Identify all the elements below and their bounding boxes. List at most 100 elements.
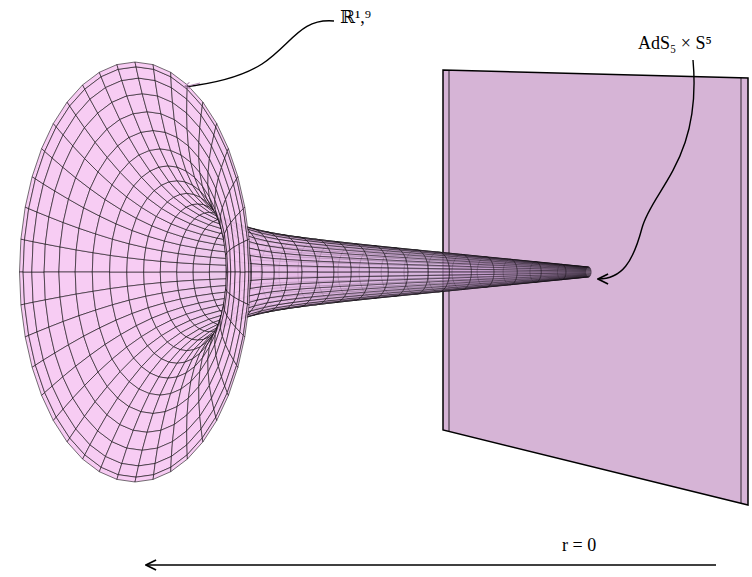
leader-line: [598, 60, 694, 279]
mesh-cell: [301, 278, 317, 284]
mesh-cell: [135, 62, 154, 69]
mesh-cell: [44, 244, 60, 272]
mesh-cell: [92, 272, 110, 291]
mesh-cell: [250, 256, 262, 265]
mesh-cell: [227, 149, 238, 179]
mesh-cell: [202, 102, 216, 127]
mesh-cell: [408, 268, 429, 272]
throat-surface: [20, 62, 592, 482]
mesh-cell: [59, 272, 76, 297]
mesh-cell: [388, 276, 408, 280]
mesh-cell: [216, 393, 229, 421]
mesh-cell: [333, 262, 351, 267]
mesh-cell: [565, 274, 591, 276]
mesh-cell: [540, 277, 566, 280]
leader-arrow: [184, 83, 200, 87]
mesh-cell: [407, 265, 428, 269]
mesh-cell: [251, 264, 262, 272]
mesh-cell: [351, 267, 369, 272]
mesh-cell: [333, 277, 351, 282]
mesh-cell: [471, 269, 494, 272]
mesh-cell: [273, 278, 287, 285]
mesh-cell: [261, 279, 274, 287]
mesh-cell: [287, 272, 302, 278]
mesh-cell: [75, 250, 93, 272]
mesh-cell: [193, 272, 210, 280]
mesh-cell: [317, 272, 334, 278]
mesh-cell: [92, 253, 110, 272]
leader-line: [184, 21, 334, 87]
mesh-cell: [139, 448, 158, 466]
mesh-cell: [540, 265, 566, 268]
mesh-cell: [262, 265, 274, 273]
mesh-cell: [541, 272, 566, 274]
mesh-cell: [187, 85, 203, 106]
radius-label: r = 0: [562, 536, 596, 556]
mesh-cell: [117, 62, 136, 69]
mesh-cell: [566, 270, 592, 272]
mesh-cell: [565, 268, 591, 270]
mesh-cell: [23, 240, 33, 272]
brane-plane: [443, 70, 748, 505]
mesh-cell: [428, 269, 449, 273]
mesh-cell: [75, 272, 93, 294]
near-horizon-label: AdS₅ × S⁵: [638, 34, 712, 54]
mesh-cell: [32, 272, 46, 302]
mesh-cell: [135, 475, 154, 482]
mesh-cell: [127, 258, 144, 272]
mesh-cell: [317, 277, 334, 283]
mesh-cell: [565, 274, 591, 276]
mesh-cell: [248, 239, 251, 272]
mesh-cell: [471, 272, 494, 275]
mesh-cell: [494, 270, 517, 272]
mesh-cell: [243, 304, 249, 337]
mesh-cell: [237, 335, 245, 367]
mesh-cell: [286, 278, 301, 285]
mesh-cell: [110, 255, 128, 272]
mesh-cell: [261, 257, 274, 265]
mesh-cell: [209, 265, 226, 273]
mesh-cell: [171, 455, 188, 472]
mesh-cell: [408, 272, 429, 276]
mesh-cell: [494, 272, 517, 274]
mesh-cell: [369, 272, 388, 277]
mesh-cell: [388, 272, 408, 276]
mesh-cell: [127, 272, 144, 286]
mesh-cell: [566, 272, 591, 273]
mesh-cell: [302, 266, 318, 272]
mesh-cell: [251, 272, 262, 280]
mesh-cell: [449, 269, 471, 272]
mesh-cell: [350, 263, 369, 268]
mesh-cell: [369, 263, 389, 268]
mesh-cell: [369, 276, 389, 281]
mesh-cell: [202, 417, 216, 442]
mesh-cell: [187, 438, 203, 459]
mesh-cell: [449, 272, 471, 275]
mesh-cell: [274, 272, 288, 279]
mesh-cell: [209, 272, 226, 280]
mesh-cell: [301, 260, 317, 266]
mesh-cell: [273, 259, 287, 266]
mesh-cell: [317, 267, 334, 273]
mesh-cell: [243, 207, 249, 240]
mesh-cell: [428, 272, 449, 276]
mesh-cell: [248, 272, 251, 305]
mesh-cell: [388, 264, 408, 268]
radial-arrow: [146, 564, 716, 565]
mesh-cell: [428, 272, 453, 275]
mesh-cell: [237, 177, 245, 209]
mesh-cell: [177, 263, 194, 272]
mesh-cell: [334, 272, 352, 277]
mesh-cell: [216, 124, 229, 152]
mesh-cell: [110, 272, 128, 289]
mesh-cell: [287, 266, 302, 272]
mesh-cell: [286, 260, 301, 267]
mesh-cell: [250, 280, 262, 289]
mesh-cell: [117, 475, 136, 482]
mesh-cell: [302, 272, 318, 278]
mesh-cell: [566, 273, 592, 275]
mesh-cell: [407, 276, 428, 280]
spacetime-label: ℝ¹,⁹: [340, 8, 371, 28]
